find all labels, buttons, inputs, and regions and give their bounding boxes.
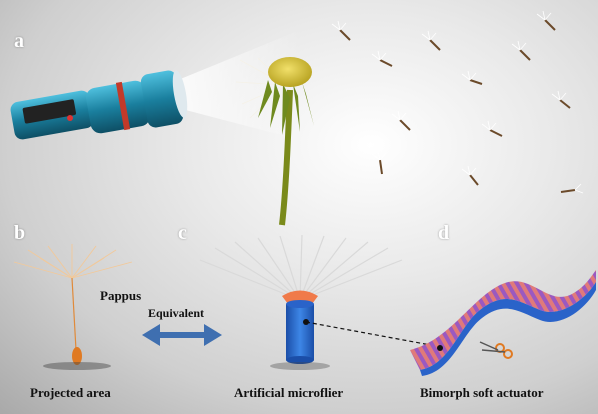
equivalent-label: Equivalent: [148, 306, 205, 320]
microflier-illustration: [199, 234, 437, 370]
dandelion-stem: [279, 89, 293, 226]
flashlight-icon: [10, 70, 188, 140]
pappus-seed-illustration: [13, 244, 133, 370]
scissors-icon: [479, 341, 513, 359]
flying-seeds: [331, 10, 584, 194]
panel-label-d: d: [438, 222, 450, 244]
actuator-illustration: [410, 270, 596, 376]
light-beam: [178, 30, 300, 140]
panel-label-c: c: [178, 222, 187, 244]
pappus-label: Pappus: [100, 288, 142, 303]
dandelion-sepals: [258, 80, 314, 135]
dandelion-head: [268, 57, 312, 87]
equivalent-arrow: [142, 324, 222, 346]
projected-area-label: Projected area: [30, 385, 111, 400]
panel-label-b: b: [14, 222, 26, 244]
bimorph-soft-actuator-label: Bimorph soft actuator: [420, 385, 544, 400]
panel-label-a: a: [14, 30, 24, 52]
artificial-microflier-label: Artificial microflier: [234, 385, 344, 400]
